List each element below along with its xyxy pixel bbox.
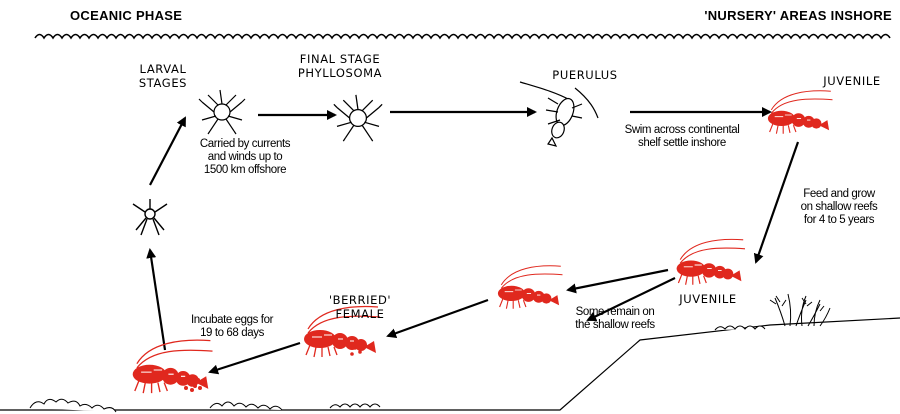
incubate-note-line1: Incubate eggs for	[172, 314, 292, 327]
phyllosoma-larva-icon	[199, 90, 245, 134]
seaweed-icon	[770, 294, 830, 326]
feed-note-line2: on shallow reefs	[780, 201, 898, 214]
lobster-icon	[677, 239, 745, 284]
arrow-to-berried	[388, 300, 488, 336]
currents-note-line3: 1500 km offshore	[180, 164, 310, 177]
lobster-icon	[768, 91, 833, 134]
phyllosoma-larva-icon	[334, 95, 382, 141]
feed-note-line1: Feed and grow	[780, 188, 898, 201]
berried-label-line2: FEMALE	[320, 307, 400, 321]
swim-note-line1: Swim across continental	[592, 124, 772, 137]
currents-note: Carried by currents and winds up to 1500…	[180, 138, 310, 177]
nursery-areas-header: 'NURSERY' AREAS INSHORE	[704, 8, 892, 23]
puerulus-icon	[520, 82, 598, 146]
oceanic-phase-header: OCEANIC PHASE	[70, 8, 182, 23]
sea-surface	[35, 35, 890, 39]
feed-note-line3: for 4 to 5 years	[780, 214, 898, 227]
berried-label-line1: 'BERRIED'	[320, 293, 400, 307]
arrow-to-hatching	[210, 343, 300, 372]
larval-label-line1: LARVAL	[128, 62, 198, 76]
currents-note-line1: Carried by currents	[180, 138, 310, 151]
currents-note-line2: and winds up to	[180, 151, 310, 164]
phyllosoma-label-line2: PHYLLOSOMA	[285, 66, 395, 80]
juvenile-top-label: JUVENILE	[812, 74, 892, 88]
incubate-note: Incubate eggs for 19 to 68 days	[172, 314, 292, 340]
phyllosoma-label-line1: FINAL STAGE	[285, 52, 395, 66]
larval-stages-label: LARVAL STAGES	[128, 62, 198, 90]
lobster-icon	[498, 266, 563, 309]
seabed-line	[0, 318, 900, 410]
swim-note: Swim across continental shelf settle ins…	[592, 124, 772, 150]
feed-note: Feed and grow on shallow reefs for 4 to …	[780, 188, 898, 227]
juvenile-mid-label: JUVENILE	[668, 292, 748, 306]
arrow-to-adult	[568, 270, 668, 290]
hatchling-icon	[133, 199, 167, 235]
swim-note-line2: shelf settle inshore	[592, 137, 772, 150]
remain-note: Some remain on the shallow reefs	[560, 306, 670, 332]
remain-note-line2: the shallow reefs	[560, 319, 670, 332]
arrow-hatching-up	[150, 250, 165, 350]
final-stage-phyllosoma-label: FINAL STAGE PHYLLOSOMA	[285, 52, 395, 80]
larval-label-line2: STAGES	[128, 76, 198, 90]
lobster-icon	[133, 340, 213, 393]
incubate-note-line2: 19 to 68 days	[172, 327, 292, 340]
eggs-icon	[184, 346, 362, 392]
puerulus-label: PUERULUS	[540, 68, 630, 82]
berried-female-label: 'BERRIED' FEMALE	[320, 293, 400, 321]
remain-note-line1: Some remain on	[560, 306, 670, 319]
